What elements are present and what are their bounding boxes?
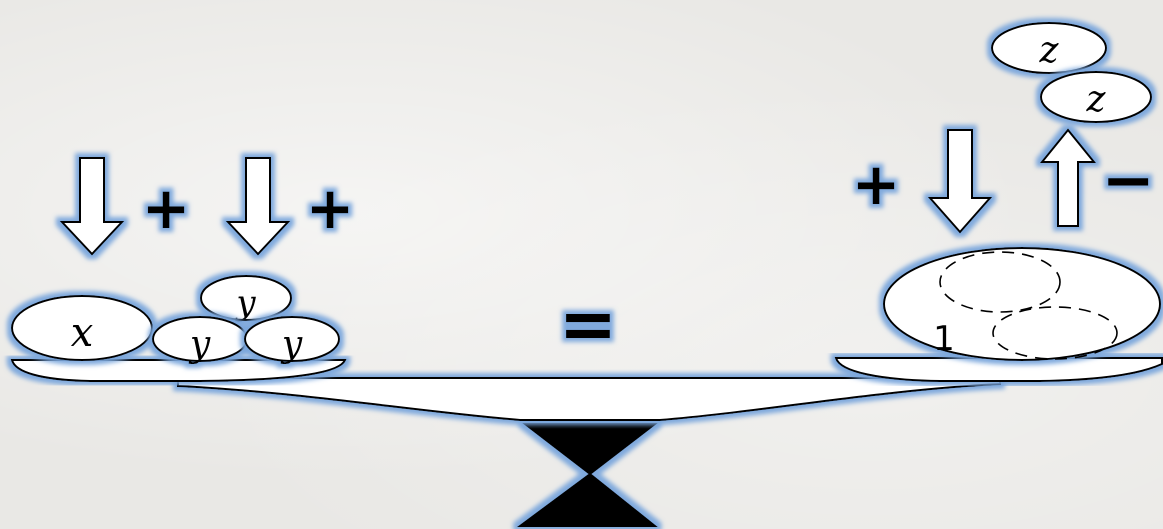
down-arrow-icon: [930, 130, 990, 232]
down-arrow-icon: [62, 158, 122, 254]
svg-text:=: =: [559, 283, 618, 365]
ball-y: y: [153, 317, 247, 365]
plus-sign: +: [306, 174, 355, 242]
svg-text:y: y: [280, 324, 303, 365]
svg-text:x: x: [71, 310, 94, 356]
ball-y: y: [201, 276, 291, 323]
equals-sign: =: [559, 283, 618, 365]
ball-x: x: [12, 296, 152, 360]
svg-text:+: +: [142, 174, 191, 242]
svg-text:−: −: [1101, 144, 1155, 218]
minus-sign: −: [1101, 144, 1155, 218]
svg-text:z: z: [1086, 79, 1107, 120]
down-arrow-icon: [228, 158, 288, 254]
svg-text:z: z: [1039, 30, 1060, 71]
svg-text:y: y: [188, 324, 211, 365]
svg-text:+: +: [306, 174, 355, 242]
ball-one: [884, 248, 1160, 360]
svg-text:y: y: [234, 283, 256, 323]
right-pan: [836, 358, 1162, 381]
plus-sign: +: [142, 174, 191, 242]
up-arrow-icon: [1042, 130, 1094, 226]
ball-one-label: 1: [933, 319, 955, 359]
plus-sign: +: [852, 150, 901, 218]
ball-y: y: [245, 317, 339, 365]
fulcrum: [520, 424, 655, 526]
ball-z: z: [1041, 72, 1151, 122]
ball-z: z: [992, 23, 1106, 73]
scale-beam: [178, 378, 1000, 420]
svg-text:+: +: [852, 150, 901, 218]
